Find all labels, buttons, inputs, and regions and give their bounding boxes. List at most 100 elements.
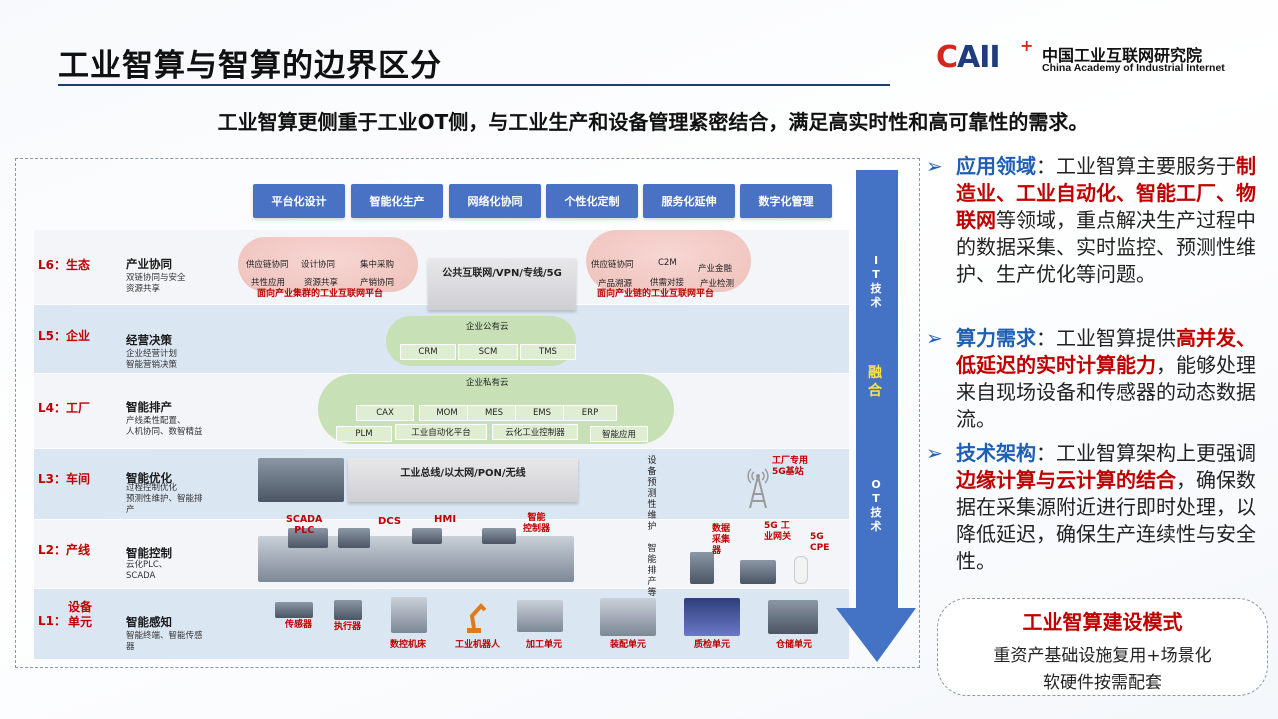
device-label: 执行器	[334, 622, 362, 632]
bullet-application: 应用领域：工业智算主要服务于制造业、工业自动化、智能工厂、物联网等领域，重点解决…	[956, 154, 1256, 286]
level-id: L1：	[38, 614, 66, 628]
cnc-machine-image	[391, 597, 427, 633]
level-desc: 企业经营计划智能营销决策	[126, 349, 178, 370]
cloud-item: 产业金融	[698, 264, 733, 274]
5g-tower-icon	[742, 464, 774, 509]
service-customization: 个性化定制	[546, 184, 638, 218]
cloud-item: 供需对接	[650, 278, 685, 288]
l5-item: CRM	[400, 344, 456, 360]
construction-mode-line1: 重资产基础设施复用+场景化	[993, 646, 1212, 666]
dcs-image	[338, 528, 370, 548]
logo-chinese-name: 中国工业互联网研究院	[1042, 46, 1203, 65]
logo-plus: +	[1020, 36, 1034, 55]
level-name: 车间	[66, 472, 91, 486]
architecture-diagram	[15, 158, 920, 668]
level-title: 智能排产	[126, 400, 172, 414]
l4-item: 工业自动化平台	[395, 424, 487, 440]
cloud-item: 共性应用	[251, 278, 286, 288]
level-desc: 智能终端、智能传感器	[126, 631, 203, 652]
cloud-title: 企业私有云	[466, 378, 509, 388]
level-title: 智能感知	[126, 615, 172, 629]
bullet-arrow-icon: ➢	[926, 441, 943, 465]
construction-mode-box	[937, 598, 1268, 696]
cloud-item: 产销协同	[360, 278, 395, 288]
l4-item: EMS	[515, 405, 569, 421]
caii-logo: CAII	[936, 40, 1001, 75]
l4-item: PLM	[336, 426, 392, 442]
arrow-middle-text: 融合	[868, 365, 882, 399]
5g-cpe-label: 5G CPE	[810, 532, 830, 553]
l6-left-platform-label: 面向产业集群的工业互联网平台	[257, 289, 384, 299]
cloud-item: 产品溯源	[598, 279, 633, 289]
construction-mode-line2: 软硬件按需配套	[1043, 673, 1162, 693]
device-label: 传感器	[285, 620, 313, 630]
dcs-label: DCS	[378, 516, 402, 527]
scheduling-note: 智能排产等	[647, 544, 657, 598]
level-id: L4：	[38, 401, 66, 415]
level-l2-label: L2：产线	[38, 541, 90, 558]
hmi-image	[412, 528, 442, 544]
device-label: 加工单元	[526, 640, 563, 650]
l4-item: 智能应用	[590, 426, 648, 442]
cloud-item: 供应链协同	[591, 260, 634, 270]
level-desc: 产线柔性配置、人机协同、数智精益	[126, 416, 203, 437]
level-l4-label: L4：工厂	[38, 399, 90, 416]
level-title: 经营决策	[126, 333, 172, 347]
device-label: 仓储单元	[776, 640, 813, 650]
l3-network-box: 工业总线/以太网/PON/无线	[348, 458, 578, 502]
construction-mode-title: 工业智算建设模式	[1022, 610, 1183, 634]
smart-controller-label: 智能 控制器	[523, 513, 551, 534]
bullet-architecture: 技术架构：工业智算架构上更强调边缘计算与云计算的结合，确保数据在采集源附近进行即…	[956, 441, 1256, 573]
actuator-image	[334, 600, 362, 620]
5g-gateway-image	[740, 560, 776, 584]
title-rule	[58, 84, 890, 86]
control-room-image	[258, 458, 344, 502]
cloud-item: 产业检测	[700, 279, 735, 289]
l6-right-platform-label: 面向产业链的工业互联网平台	[597, 289, 715, 299]
level-desc: 云化PLC、SCADA	[126, 560, 168, 581]
bullet-arrow-icon: ➢	[926, 154, 943, 178]
level-id: L6：	[38, 258, 66, 272]
hmi-label: HMI	[434, 514, 457, 525]
l4-item: ERP	[563, 405, 617, 421]
level-desc: 过程控制优化预测性维护、智能排产	[126, 483, 203, 515]
l5-item: TMS	[520, 344, 576, 360]
device-label: 装配单元	[610, 640, 647, 650]
level-l5-label: L5：企业	[38, 327, 90, 344]
industrial-robot-icon	[461, 598, 487, 634]
bullet-compute: 算力需求：工业智算提供高并发、低延迟的实时计算能力，能够处理来自现场设备和传感器…	[956, 326, 1256, 431]
cloud-item: 供应链协同	[246, 260, 289, 270]
subtitle: 工业智算更侧重于工业OT侧，与工业生产和设备管理紧密结合，满足高实时性和高可靠性…	[217, 110, 1089, 134]
level-id: L3：	[38, 472, 66, 486]
l4-item: CAX	[356, 405, 414, 421]
level-l3-label: L3：车间	[38, 470, 90, 487]
l4-item: MES	[467, 405, 521, 421]
sensor-image	[275, 602, 313, 618]
plc-image	[288, 528, 328, 548]
level-l6-label: L6：生态	[38, 256, 90, 273]
assembly-unit-image	[600, 598, 656, 636]
l5-item: SCM	[458, 344, 518, 360]
cloud-item: 资源共享	[304, 278, 339, 288]
l6-left-cloud	[238, 237, 418, 292]
service-digital-management: 数字化管理	[740, 184, 832, 218]
5g-station-label: 工厂专用 5G基站	[772, 456, 809, 477]
level-desc: 双链协同与安全资源共享	[126, 273, 186, 294]
data-collector-label: 数据 采集 器	[712, 524, 731, 556]
controller-image	[482, 528, 516, 544]
5g-gateway-label: 5G 工 业网关	[764, 521, 792, 542]
level-name: 工厂	[66, 401, 91, 415]
level-name: 企业	[66, 329, 91, 343]
level-l1-name: 设备 单元	[68, 600, 93, 629]
service-network-collab: 网络化协同	[449, 184, 541, 218]
it-ot-arrow	[836, 170, 916, 662]
l6-network-box: 公共互联网/VPN/专线/5G	[428, 258, 576, 310]
level-title: 智能控制	[126, 546, 172, 560]
processing-unit-image	[517, 600, 563, 632]
l6-right-cloud	[586, 230, 751, 292]
cloud-item: 集中采购	[360, 260, 395, 270]
bullet-arrow-icon: ➢	[926, 326, 943, 350]
inspection-unit-image	[684, 598, 740, 636]
device-label: 质检单元	[694, 640, 731, 650]
